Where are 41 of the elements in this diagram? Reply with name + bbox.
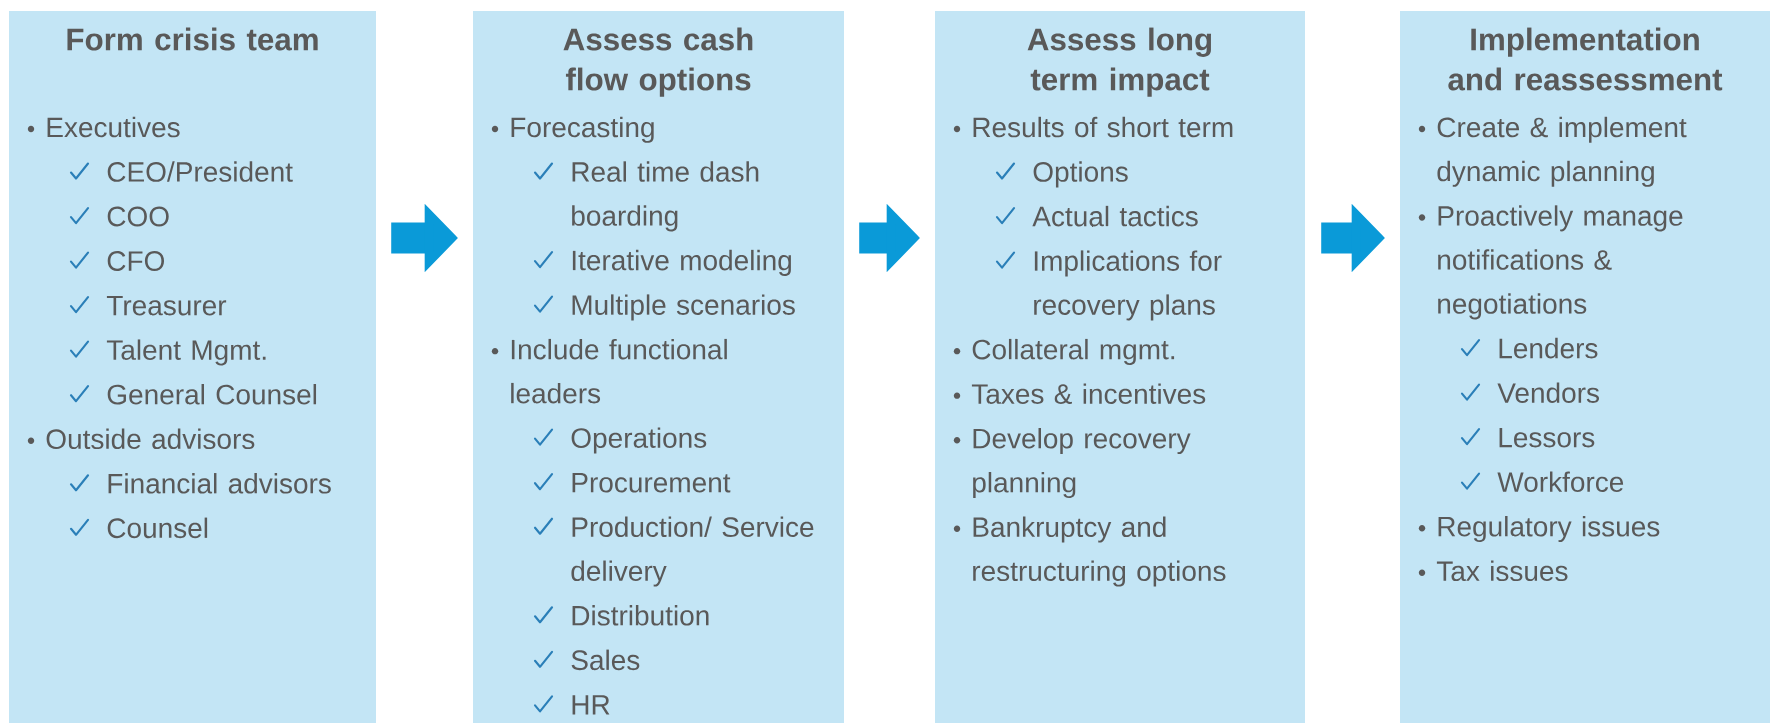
- list-item: Include functional leaders: [511, 338, 727, 404]
- list-item: CEO/President: [107, 161, 293, 182]
- list-item: Outside advisors: [46, 428, 255, 450]
- list-item: Actual tactics: [1032, 205, 1198, 227]
- list-item: Financial advisors: [108, 473, 331, 494]
- list-item: Create & implement dynamic planning: [1437, 116, 1687, 187]
- box-heading: Assess cash flow options: [563, 27, 753, 97]
- list-item: Collateral mgmt.: [972, 338, 1175, 365]
- list-item: Tax issues: [1436, 560, 1568, 582]
- list-item: Implications for recovery plans: [1034, 250, 1222, 321]
- list-item: Iterative modeling: [572, 249, 791, 276]
- list-item: Distribution: [572, 605, 709, 626]
- list-item: Lessors: [1499, 427, 1595, 448]
- box-heading: Form crisis team: [67, 27, 318, 51]
- list-item: HR: [572, 695, 610, 715]
- list-item: Workforce: [1497, 471, 1624, 492]
- list-item: Develop recovery planning: [973, 428, 1191, 499]
- list-item: Vendors: [1497, 382, 1599, 403]
- list-item: Production/ Service delivery: [571, 516, 814, 587]
- list-item: Treasurer: [106, 295, 227, 316]
- list-item: Bankruptcy and restructuring options: [973, 516, 1226, 587]
- list-item: Forecasting: [511, 116, 654, 143]
- list-item: Regulatory issues: [1438, 516, 1660, 543]
- list-item: Taxes & incentives: [971, 383, 1206, 404]
- list-item: Talent Mgmt.: [106, 339, 266, 366]
- list-item: Procurement: [572, 473, 731, 493]
- list-item: Multiple scenarios: [572, 294, 795, 321]
- list-item: Executives: [47, 116, 180, 138]
- box-heading: Assess long term impact: [1027, 27, 1212, 97]
- list-item: Results of short term: [973, 116, 1233, 138]
- list-item: General Counsel: [107, 384, 317, 405]
- list-item: Options: [1033, 161, 1128, 188]
- list-item: Real time dash boarding: [572, 161, 759, 232]
- list-item: Proactively manage notifications & negotiations: [1438, 205, 1683, 320]
- list-item: CFO: [107, 251, 165, 271]
- box-heading: Implementation and reassessment: [1448, 27, 1723, 91]
- list-item: Counsel: [107, 517, 208, 539]
- list-item: Sales: [571, 649, 640, 671]
- list-item: COO: [107, 206, 169, 227]
- list-item: Operations: [571, 427, 707, 454]
- list-item: Lenders: [1499, 337, 1598, 359]
